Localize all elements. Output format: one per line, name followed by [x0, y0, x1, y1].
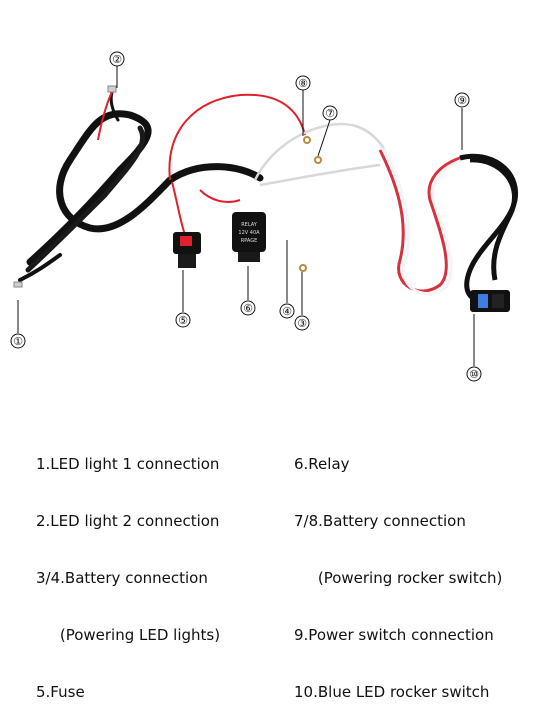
marker-8: ⑧: [298, 77, 308, 90]
legend-item-6: 6.Relay: [294, 455, 350, 473]
switch-black-harness: [459, 153, 518, 303]
relay-label-3: RPAGE: [241, 238, 258, 244]
white-wire: [253, 122, 387, 187]
connector-plugs: [13, 85, 117, 288]
main-black-harness: [18, 90, 264, 282]
legend-right-column: 6.Relay 7/8.Battery connection (Powering…: [294, 417, 502, 721]
legend-item-7-8-note: (Powering rocker switch): [294, 569, 503, 587]
legend-item-10: 10.Blue LED rocker switch: [294, 683, 490, 701]
twisted-pair-harness: [378, 147, 463, 295]
marker-5: ⑤: [178, 314, 188, 327]
legend-item-9: 9.Power switch connection: [294, 626, 494, 644]
legend-left-column: 1.LED light 1 connection 2.LED light 2 c…: [36, 417, 220, 721]
marker-1: ①: [13, 335, 23, 348]
leader-lines: [17, 66, 475, 366]
wiring-harness-diagram: RELAY 12V 40A RPAGE ② ① ⑧ ⑦: [10, 51, 518, 382]
marker-6: ⑥: [243, 302, 253, 315]
red-wire: [97, 91, 306, 236]
legend-item-1: 1.LED light 1 connection: [36, 455, 220, 473]
relay-label-2: 12V 40A: [238, 230, 260, 236]
rocker-switch: [470, 290, 510, 312]
legend-item-3-4: 3/4.Battery connection: [36, 569, 208, 587]
legend-item-3-4-note: (Powering LED lights): [36, 626, 221, 644]
marker-9: ⑨: [457, 94, 467, 107]
marker-7: ⑦: [325, 107, 335, 120]
marker-10: ⑩: [469, 368, 479, 381]
legend-item-7-8: 7/8.Battery connection: [294, 512, 466, 530]
ring-terminals: [299, 136, 322, 272]
legend-item-5: 5.Fuse: [36, 683, 85, 701]
legend-item-2: 2.LED light 2 connection: [36, 512, 220, 530]
marker-3: ③: [297, 317, 307, 330]
relay: RELAY 12V 40A RPAGE: [232, 212, 266, 262]
relay-label-1: RELAY: [241, 222, 258, 228]
fuse-holder: [173, 232, 201, 268]
marker-2: ②: [112, 53, 122, 66]
marker-4: ④: [282, 305, 292, 318]
number-markers: ② ① ⑧ ⑦ ⑨ ⑤ ⑥ ④ ③ ⑩: [10, 51, 482, 382]
